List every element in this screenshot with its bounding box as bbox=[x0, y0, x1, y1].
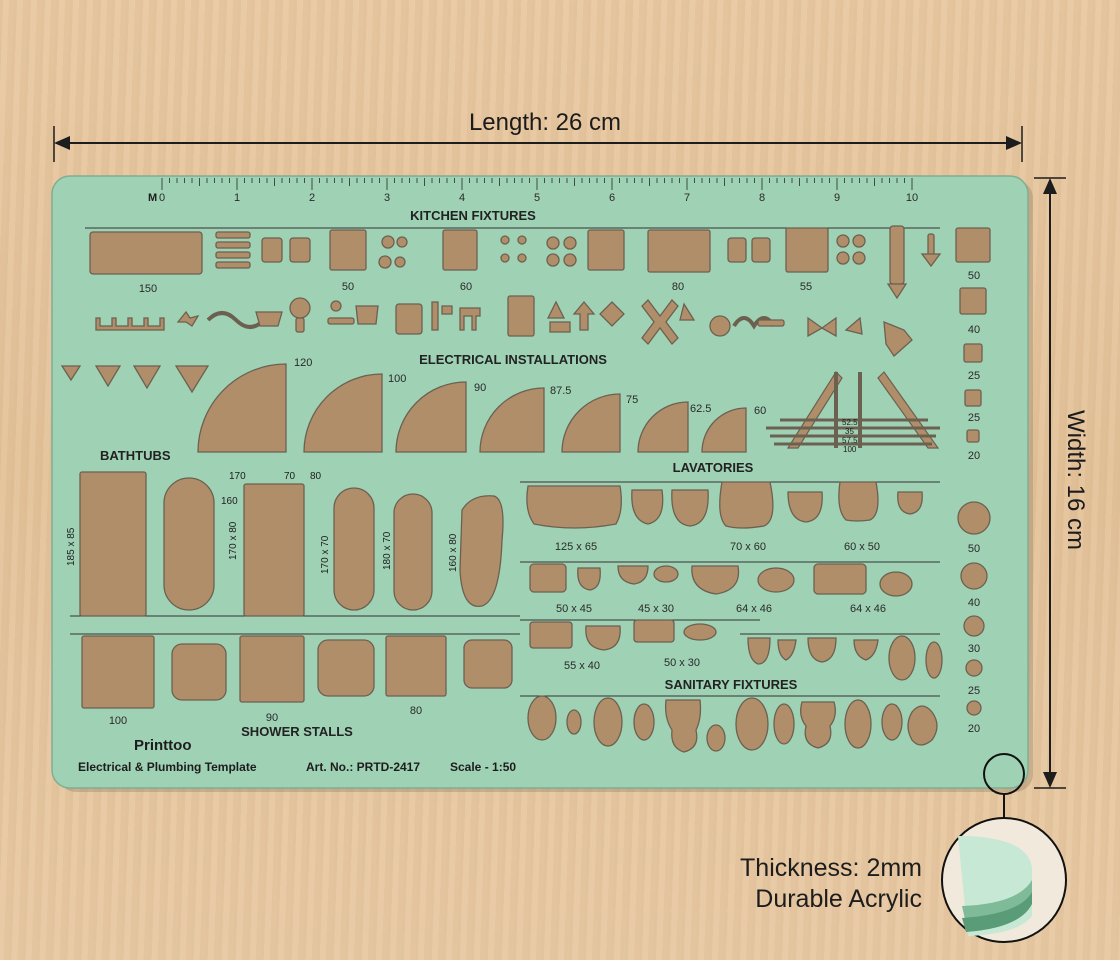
square-size: 50 bbox=[968, 270, 980, 282]
stair-label: 57.5 bbox=[842, 436, 858, 445]
shower-cutouts bbox=[70, 633, 520, 709]
right-square-cutouts bbox=[955, 227, 991, 443]
kitchen-size: 50 bbox=[342, 281, 354, 293]
lavatory-labels: 125 x 65 70 x 60 60 x 50 50 x 45 45 x 30… bbox=[555, 541, 886, 672]
shower-labels: 100 90 80 bbox=[109, 705, 422, 727]
lavatory-size: 45 x 30 bbox=[638, 603, 674, 615]
shower-title: SHOWER STALLS bbox=[241, 724, 353, 739]
triangle-cutouts bbox=[60, 365, 210, 394]
ruler-tick-label: 10 bbox=[906, 192, 918, 204]
bathtub-size: 70 bbox=[284, 471, 296, 482]
bathtub-size: 160 x 80 bbox=[448, 533, 459, 572]
door-size: 100 bbox=[388, 373, 406, 385]
circle-size: 25 bbox=[968, 685, 980, 697]
product-name: Electrical & Plumbing Template bbox=[78, 760, 257, 774]
ruler-tick-label: 0 bbox=[159, 192, 165, 204]
brand-logo: Printtoo bbox=[134, 737, 192, 754]
shower-size: 100 bbox=[109, 715, 127, 727]
lavatory-size: 60 x 50 bbox=[844, 541, 880, 553]
ruler-tick-label: 2 bbox=[309, 192, 315, 204]
ruler-tick-label: 1 bbox=[234, 192, 240, 204]
lavatory-size: 55 x 40 bbox=[564, 660, 600, 672]
bathtub-cutouts bbox=[70, 471, 520, 617]
right-circle-cutouts bbox=[957, 501, 991, 716]
kitchen-size: 80 bbox=[672, 281, 684, 293]
square-size: 20 bbox=[968, 450, 980, 462]
bathtub-size: 160 bbox=[221, 496, 238, 507]
circle-size: 20 bbox=[968, 723, 980, 735]
kitchen-size: 55 bbox=[800, 281, 812, 293]
material-label: Durable Acrylic bbox=[755, 885, 922, 913]
door-size: 62.5 bbox=[690, 403, 711, 415]
door-size-labels: 120 100 90 87.5 75 62.5 60 bbox=[294, 357, 766, 417]
ruler-labels: 0 1 2 3 4 5 6 7 8 9 10 bbox=[159, 192, 918, 204]
ruler-tick-label: 6 bbox=[609, 192, 615, 204]
square-size: 25 bbox=[968, 370, 980, 382]
bathtub-size: 170 x 80 bbox=[228, 521, 239, 560]
ruler-unit: M bbox=[148, 192, 157, 204]
bathtub-size: 170 bbox=[229, 471, 246, 482]
circle-size: 50 bbox=[968, 543, 980, 555]
square-size: 25 bbox=[968, 412, 980, 424]
lavatory-size: 50 x 45 bbox=[556, 603, 592, 615]
door-size: 87.5 bbox=[550, 385, 571, 397]
lavatories-title: LAVATORIES bbox=[673, 460, 754, 475]
stairs-cutout bbox=[766, 371, 940, 449]
stair-label: 52.5 bbox=[842, 418, 858, 427]
electrical-symbols bbox=[95, 295, 913, 357]
circle-size: 40 bbox=[968, 597, 980, 609]
kitchen-size: 150 bbox=[139, 283, 157, 295]
lavatory-size: 70 x 60 bbox=[730, 541, 766, 553]
lavatory-cutouts bbox=[520, 481, 940, 651]
right-circle-labels: 50 40 30 25 20 bbox=[968, 543, 980, 735]
ruler-tick-label: 8 bbox=[759, 192, 765, 204]
stair-label: 35 bbox=[845, 427, 854, 436]
ruler-tick-label: 5 bbox=[534, 192, 540, 204]
ruler-tick-label: 7 bbox=[684, 192, 690, 204]
ruler-tick-label: 3 bbox=[384, 192, 390, 204]
kitchen-size: 60 bbox=[460, 281, 472, 293]
sanitary-cutouts bbox=[520, 633, 943, 753]
door-size: 60 bbox=[754, 405, 766, 417]
bathtubs-title: BATHTUBS bbox=[100, 448, 171, 463]
length-label: Length: 26 cm bbox=[469, 109, 621, 136]
door-size: 120 bbox=[294, 357, 312, 369]
kitchen-size-labels: 150 50 60 80 55 bbox=[139, 281, 812, 295]
width-dimension: Width: 16 cm bbox=[1034, 177, 1089, 789]
stair-label: 100 bbox=[843, 445, 857, 454]
sanitary-title: SANITARY FIXTURES bbox=[665, 677, 798, 692]
kitchen-cutouts bbox=[85, 225, 942, 300]
art-number: Art. No.: PRTD-2417 bbox=[306, 760, 420, 774]
kitchen-title: KITCHEN FIXTURES bbox=[410, 208, 536, 223]
door-size: 90 bbox=[474, 382, 486, 394]
thickness-label: Thickness: 2mm bbox=[740, 854, 922, 882]
shower-size: 80 bbox=[410, 705, 422, 717]
bathtub-size: 170 x 70 bbox=[320, 535, 331, 574]
scale-label: Scale - 1:50 bbox=[450, 760, 516, 774]
ruler-tick-label: 9 bbox=[834, 192, 840, 204]
door-size: 75 bbox=[626, 394, 638, 406]
lavatory-size: 125 x 65 bbox=[555, 541, 597, 553]
bathtub-labels: 185 x 85 170 160 170 x 80 70 80 170 x 70… bbox=[66, 471, 459, 574]
ruler bbox=[161, 178, 913, 190]
thickness-callout bbox=[941, 753, 1067, 943]
ruler-tick-label: 4 bbox=[459, 192, 465, 204]
lavatory-size: 50 x 30 bbox=[664, 657, 700, 669]
lavatory-size: 64 x 46 bbox=[736, 603, 772, 615]
lavatory-size: 64 x 46 bbox=[850, 603, 886, 615]
electrical-title: ELECTRICAL INSTALLATIONS bbox=[419, 352, 607, 367]
bathtub-size: 180 x 70 bbox=[382, 531, 393, 570]
door-swing-cutouts bbox=[197, 363, 747, 453]
right-square-labels: 50 40 25 25 20 bbox=[968, 270, 980, 462]
shower-size: 90 bbox=[266, 712, 278, 724]
bathtub-size: 185 x 85 bbox=[66, 527, 77, 566]
bathtub-size: 80 bbox=[310, 471, 322, 482]
circle-size: 30 bbox=[968, 643, 980, 655]
stair-labels: 52.5 35 57.5 100 bbox=[842, 418, 858, 454]
square-size: 40 bbox=[968, 324, 980, 336]
width-label: Width: 16 cm bbox=[1062, 410, 1089, 550]
length-dimension: Length: 26 cm bbox=[53, 109, 1023, 162]
